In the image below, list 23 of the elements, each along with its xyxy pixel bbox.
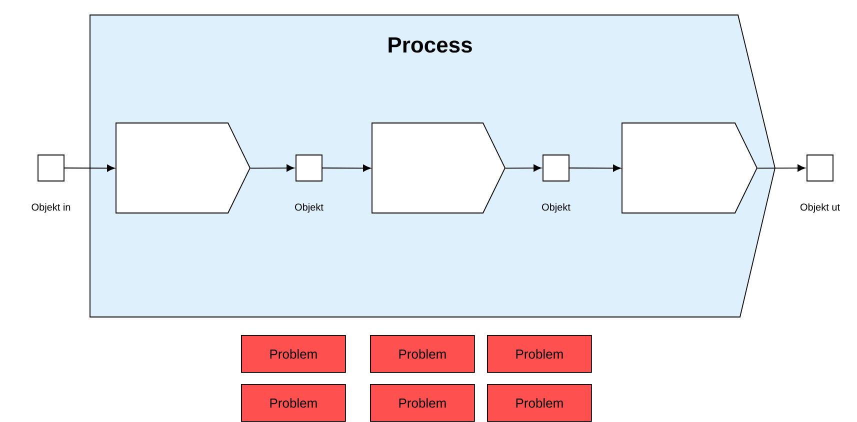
process-step-shape	[622, 122, 758, 214]
problem-box: Problem	[241, 384, 346, 422]
arrow	[569, 164, 621, 172]
problem-box: Problem	[487, 384, 592, 422]
object-square	[806, 154, 834, 182]
problem-box: Problem	[487, 335, 592, 373]
arrow	[756, 164, 806, 172]
object-square	[542, 154, 570, 182]
arrow	[504, 164, 542, 172]
arrow	[322, 164, 371, 172]
process-step-shape	[372, 122, 506, 214]
problem-box: Problem	[241, 335, 346, 373]
process-step-shape	[116, 122, 251, 214]
arrow	[250, 164, 294, 172]
problem-box: Problem	[370, 335, 475, 373]
arrow	[64, 164, 115, 172]
object-label: Objekt ut	[800, 203, 840, 213]
object-square	[296, 154, 322, 182]
object-label: Objekt	[542, 203, 570, 213]
object-square	[38, 154, 64, 182]
problem-box: Problem	[370, 384, 475, 422]
object-label: Objekt in	[32, 203, 70, 213]
object-label: Objekt	[295, 203, 324, 213]
